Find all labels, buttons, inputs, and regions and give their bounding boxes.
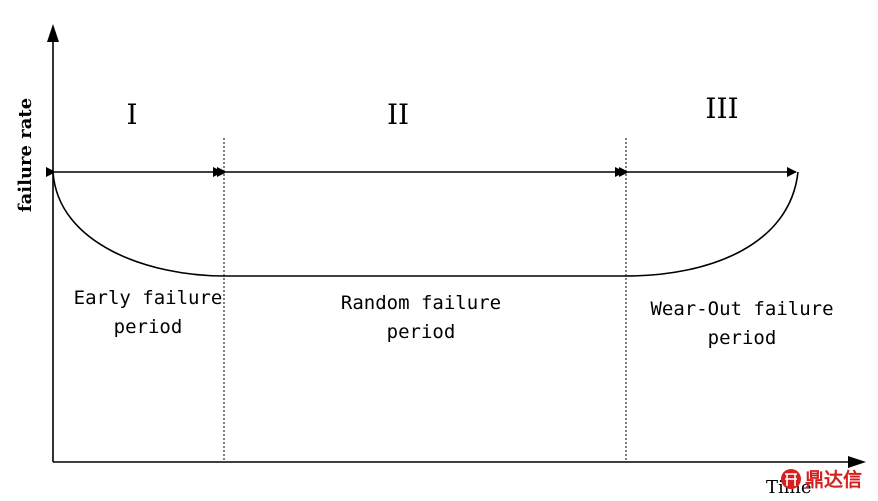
period-label-random-line2: period bbox=[387, 321, 456, 343]
period-numeral-random: II bbox=[387, 98, 409, 131]
axes bbox=[47, 24, 866, 468]
y-axis-label: failure rate bbox=[15, 98, 36, 212]
period-label-random-line1: Random failure bbox=[341, 292, 501, 314]
x-axis-arrow-icon bbox=[848, 456, 866, 468]
period-label-wearout-line2: period bbox=[708, 327, 777, 349]
period-label-early-line1: Early failure bbox=[74, 287, 223, 309]
period-numeral-wearout: III bbox=[705, 92, 738, 125]
period-numeral-early: I bbox=[126, 98, 137, 131]
watermark-text: 鼎达信 bbox=[805, 468, 862, 491]
period-label-wearout-line1: Wear-Out failure bbox=[650, 298, 833, 320]
period-label-early-line2: period bbox=[114, 316, 183, 338]
y-axis-arrow-icon bbox=[47, 24, 59, 42]
watermark-logo-mark bbox=[785, 473, 797, 486]
bathtub-curve bbox=[52, 171, 799, 277]
watermark-logo: 鼎达信 bbox=[781, 468, 862, 491]
